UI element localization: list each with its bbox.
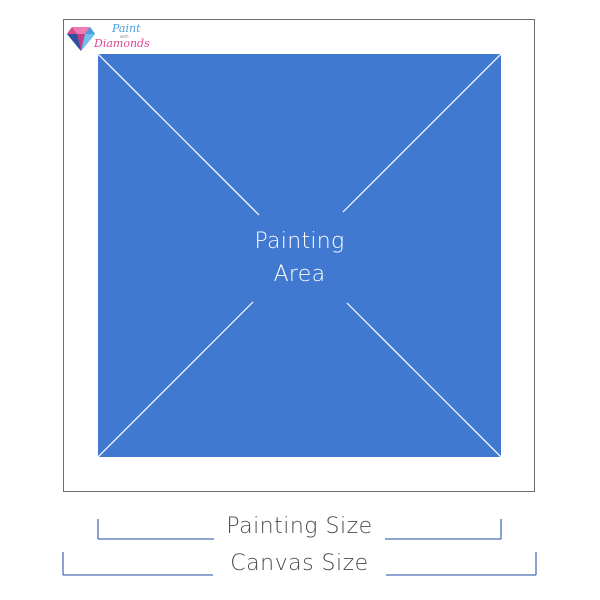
diagonal-bottom-right	[346, 302, 501, 457]
painting-size-bracket	[97, 519, 502, 540]
painting-area-label-line2: Area	[273, 262, 326, 287]
brand-logo: Paint with Diamonds	[66, 22, 162, 54]
logo-text-paint: Paint	[112, 22, 141, 35]
painting-diagonals	[98, 54, 501, 457]
logo-text-diamonds: Diamonds	[94, 37, 150, 50]
diamond-icon	[67, 27, 95, 51]
painting-area-label-line1: Painting	[254, 229, 345, 254]
diagonal-top-right	[342, 54, 501, 213]
diagonal-bottom-left	[98, 301, 254, 457]
diagonal-top-left	[98, 54, 260, 216]
canvas-size-bracket	[62, 552, 537, 576]
painting-area: Painting Area	[98, 54, 501, 457]
canvas-size-label: Canvas Size	[230, 551, 369, 576]
logo-text-with: with	[120, 34, 129, 39]
painting-size-label: Painting Size	[226, 514, 373, 539]
painting-area-label: Painting Area	[98, 225, 501, 291]
